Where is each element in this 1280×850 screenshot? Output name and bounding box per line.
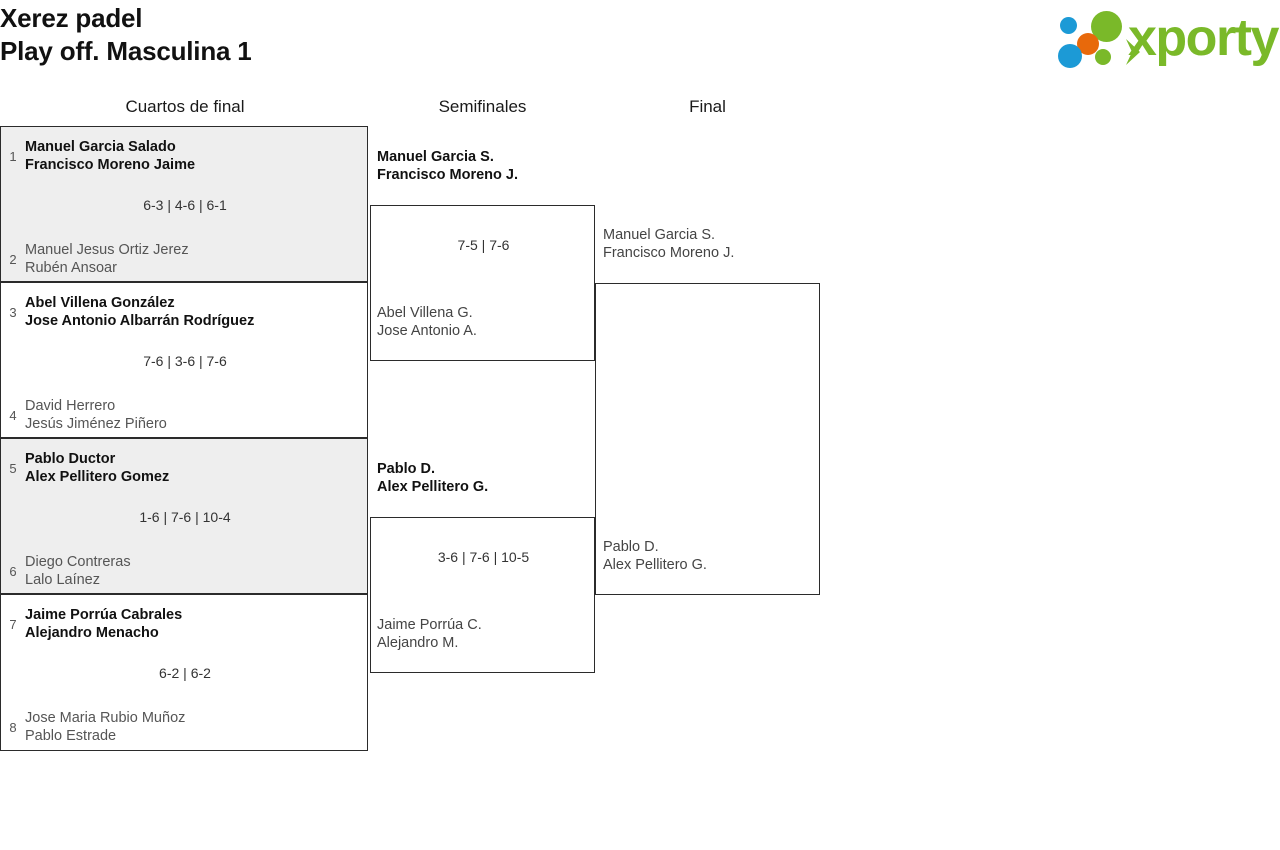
player-name: Francisco Moreno Jaime xyxy=(25,157,196,173)
seed-number: 1 xyxy=(9,148,17,164)
page-header: Xerez padel Play off. Masculina 1 xporty xyxy=(0,0,1280,80)
semifinal-2-top-team[interactable]: Pablo D. Alex Pellitero G. xyxy=(377,460,592,496)
logo-dot-green-small xyxy=(1095,49,1111,65)
team-names: Manuel Jesus Ortiz Jerez Rubén Ansoar xyxy=(25,241,367,277)
player-name: Alex Pellitero G. xyxy=(377,479,489,495)
quarterfinal-1-top-team[interactable]: 1 Manuel Garcia Salado Francisco Moreno … xyxy=(1,138,367,174)
team-names: Diego Contreras Lalo Laínez xyxy=(25,553,367,589)
seed-number: 3 xyxy=(9,304,17,320)
tournament-category: Play off. Masculina 1 xyxy=(0,36,252,66)
team-names: David Herrero Jesús Jiménez Piñero xyxy=(25,397,367,433)
quarterfinal-3-top-team[interactable]: 5 Pablo Ductor Alex Pellitero Gomez xyxy=(1,450,367,486)
semifinal-1-score: 7-5 | 7-6 xyxy=(457,237,510,253)
player-name: Jesús Jiménez Piñero xyxy=(25,416,167,432)
title-block: Xerez padel Play off. Masculina 1 xyxy=(0,2,252,68)
quarterfinal-match-4[interactable]: 7 Jaime Porrúa Cabrales Alejandro Menach… xyxy=(0,594,368,751)
player-name: Alex Pellitero Gomez xyxy=(25,469,170,485)
quarterfinal-1-bottom-team[interactable]: 2 Manuel Jesus Ortiz Jerez Rubén Ansoar xyxy=(1,241,367,277)
seed-number: 5 xyxy=(9,460,17,476)
quarterfinal-4-bottom-team[interactable]: 8 Jose Maria Rubio Muñoz Pablo Estrade xyxy=(1,709,367,745)
seed-number: 2 xyxy=(9,251,17,267)
semifinal-2-score: 3-6 | 7-6 | 10-5 xyxy=(437,549,530,565)
seed-number: 4 xyxy=(9,407,17,423)
team-names: Abel Villena González Jose Antonio Albar… xyxy=(25,294,367,330)
player-name: Jose Antonio Albarrán Rodríguez xyxy=(25,313,255,329)
player-name: Jose Maria Rubio Muñoz xyxy=(25,710,186,726)
quarterfinal-match-3[interactable]: 5 Pablo Ductor Alex Pellitero Gomez 1-6 … xyxy=(0,438,368,594)
team-names: Jose Maria Rubio Muñoz Pablo Estrade xyxy=(25,709,367,745)
logo-dot-blue-small xyxy=(1060,17,1077,34)
player-name: Manuel Jesus Ortiz Jerez xyxy=(25,242,189,258)
tournament-name: Xerez padel xyxy=(0,3,143,33)
quarterfinal-match-1[interactable]: 1 Manuel Garcia Salado Francisco Moreno … xyxy=(0,126,368,282)
player-name: Manuel Garcia Salado xyxy=(25,139,176,155)
quarterfinal-3-bottom-team[interactable]: 6 Diego Contreras Lalo Laínez xyxy=(1,553,367,589)
round-header-quarterfinals: Cuartos de final xyxy=(125,97,245,116)
player-name: Manuel Garcia S. xyxy=(377,149,494,165)
player-name: Abel Villena G. xyxy=(377,305,473,321)
player-name: Diego Contreras xyxy=(25,554,131,570)
quarterfinal-match-2[interactable]: 3 Abel Villena González Jose Antonio Alb… xyxy=(0,282,368,438)
player-name: Abel Villena González xyxy=(25,295,175,311)
player-name: Francisco Moreno J. xyxy=(377,167,519,183)
semifinal-match-1[interactable]: 7-5 | 7-6 Abel Villena G. Jose Antonio A… xyxy=(370,205,595,361)
logo-dot-orange xyxy=(1077,33,1099,55)
player-name: Jose Antonio A. xyxy=(377,323,477,339)
player-name: Jaime Porrúa C. xyxy=(377,617,482,633)
player-name: Jaime Porrúa Cabrales xyxy=(25,607,183,623)
final-bottom-team[interactable]: Pablo D. Alex Pellitero G. xyxy=(603,538,818,574)
player-name: Pablo Ductor xyxy=(25,451,116,467)
semifinal-match-2[interactable]: 3-6 | 7-6 | 10-5 Jaime Porrúa C. Alejand… xyxy=(370,517,595,673)
team-names: Jaime Porrúa Cabrales Alejandro Menacho xyxy=(25,606,367,642)
player-name: Pablo D. xyxy=(377,461,436,477)
quarterfinal-1-score: 6-3 | 4-6 | 6-1 xyxy=(143,197,227,213)
player-name: Francisco Moreno J. xyxy=(603,245,735,261)
round-header-semifinals: Semifinales xyxy=(438,97,527,116)
player-name: David Herrero xyxy=(25,398,116,414)
team-names: Pablo Ductor Alex Pellitero Gomez xyxy=(25,450,367,486)
player-name: Alex Pellitero G. xyxy=(603,557,707,573)
seed-number: 7 xyxy=(9,616,17,632)
logo-dots-icon xyxy=(1058,11,1140,68)
xporty-logo: xporty xyxy=(1050,6,1279,68)
player-name: Manuel Garcia S. xyxy=(603,227,716,243)
logo-wordmark: xporty xyxy=(1128,9,1279,67)
round-header-final: Final xyxy=(689,97,726,116)
player-name: Lalo Laínez xyxy=(25,572,100,588)
final-top-team[interactable]: Manuel Garcia S. Francisco Moreno J. xyxy=(603,226,818,262)
player-name: Rubén Ansoar xyxy=(25,260,117,276)
player-name: Pablo Estrade xyxy=(25,728,117,744)
quarterfinal-3-score: 1-6 | 7-6 | 10-4 xyxy=(139,509,231,525)
semifinal-1-bottom-team[interactable]: Abel Villena G. Jose Antonio A. xyxy=(377,304,592,340)
seed-number: 6 xyxy=(9,563,17,579)
quarterfinal-2-bottom-team[interactable]: 4 David Herrero Jesús Jiménez Piñero xyxy=(1,397,367,433)
logo-chevron-icon xyxy=(1126,39,1140,65)
semifinal-2-bottom-team[interactable]: Jaime Porrúa C. Alejandro M. xyxy=(377,616,592,652)
player-name: Pablo D. xyxy=(603,539,659,555)
logo-dot-blue-large xyxy=(1058,44,1082,68)
seed-number: 8 xyxy=(9,719,17,735)
quarterfinal-2-top-team[interactable]: 3 Abel Villena González Jose Antonio Alb… xyxy=(1,294,367,330)
final-match[interactable]: Pablo D. Alex Pellitero G. xyxy=(595,283,820,595)
semifinal-1-top-team[interactable]: Manuel Garcia S. Francisco Moreno J. xyxy=(377,148,592,184)
player-name: Alejandro M. xyxy=(377,635,459,651)
player-name: Alejandro Menacho xyxy=(25,625,159,641)
quarterfinal-4-score: 6-2 | 6-2 xyxy=(159,665,211,681)
team-names: Manuel Garcia Salado Francisco Moreno Ja… xyxy=(25,138,367,174)
quarterfinal-2-score: 7-6 | 3-6 | 7-6 xyxy=(143,353,227,369)
quarterfinal-4-top-team[interactable]: 7 Jaime Porrúa Cabrales Alejandro Menach… xyxy=(1,606,367,642)
